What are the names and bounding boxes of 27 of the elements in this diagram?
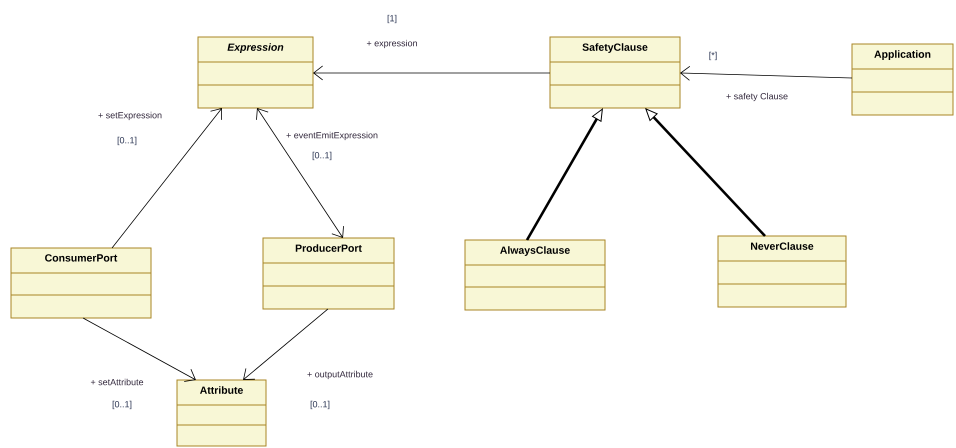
association-arrow (313, 66, 550, 80)
association-arrow (112, 108, 222, 248)
class-box: NeverClause (718, 236, 846, 308)
class-box: AlwaysClause (464, 240, 606, 310)
multiplicity-label: [0..1] (310, 400, 330, 410)
class-box: ConsumerPort (10, 248, 152, 318)
multiplicity-label: [0..1] (112, 400, 132, 410)
class-box: Application (852, 44, 954, 116)
role-label: + outputAttribute (306, 370, 374, 380)
class-box: ProducerPort (262, 238, 394, 310)
multiplicity-label: [*] (709, 52, 717, 60)
role-label: + safety Clause (724, 92, 790, 102)
association-arrow (82, 318, 196, 382)
multiplicity-label: [0..1] (118, 136, 136, 146)
class-box: SafetyClause (550, 36, 680, 108)
role-label: + eventEmitExpression (285, 130, 379, 142)
role-label: + setAttribute (89, 378, 145, 386)
association-arrow (680, 66, 852, 81)
class-box: Attribute (176, 380, 266, 446)
role-label: + setExpression (97, 110, 164, 122)
multiplicity-label: [0..1] (312, 152, 332, 160)
class-box: Expression (198, 36, 314, 108)
association-arrow (256, 108, 344, 238)
role-label: + expression (365, 38, 419, 50)
multiplicity-label: [1] (388, 14, 396, 24)
generalization-arrow (645, 108, 766, 237)
association-arrow (243, 308, 328, 380)
